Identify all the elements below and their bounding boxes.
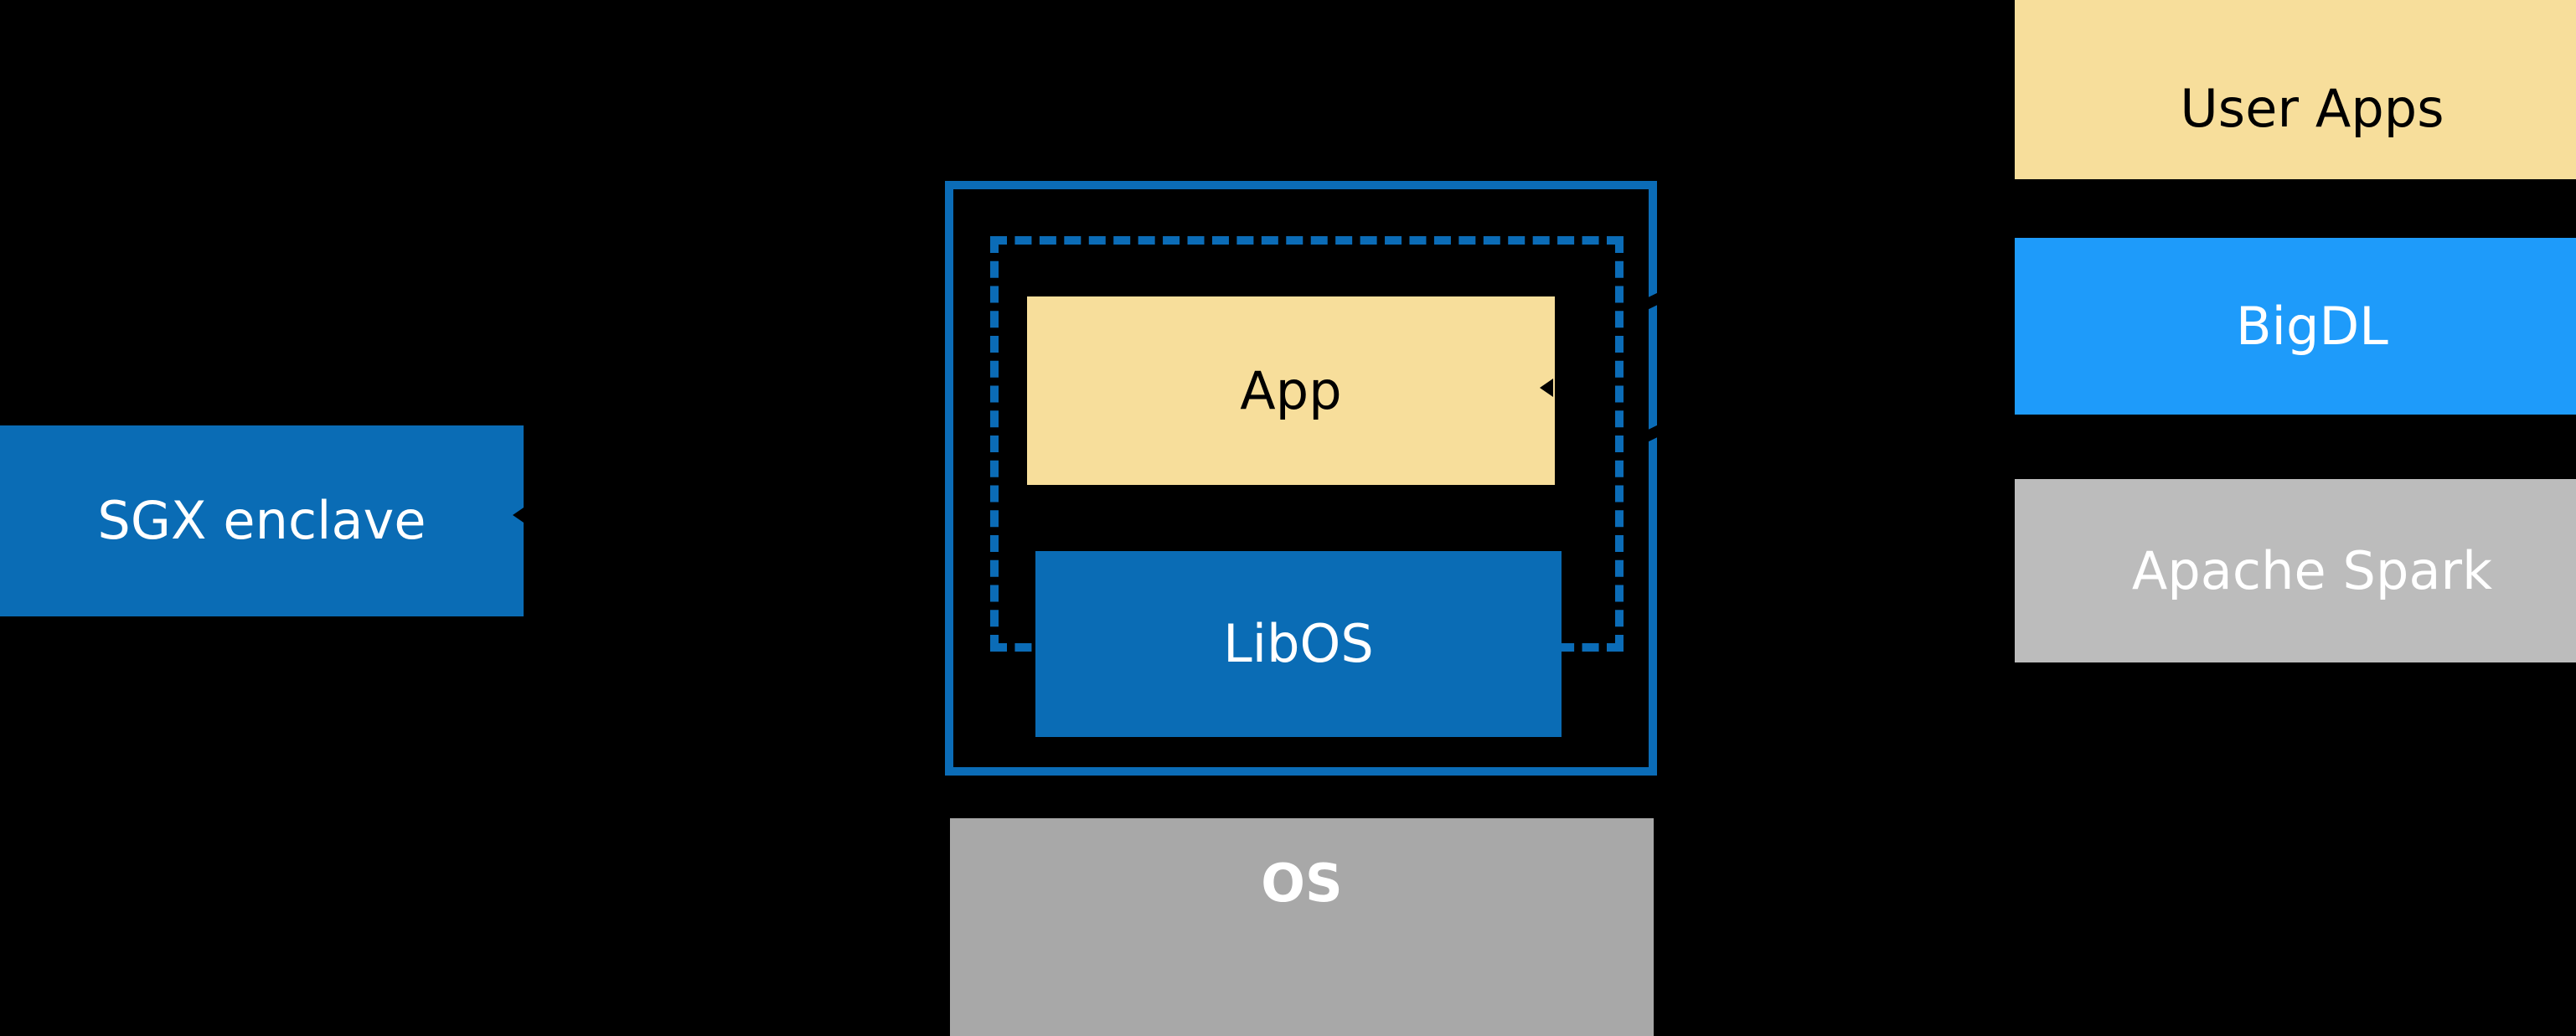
apache-spark-box[interactable]: Apache Spark — [2015, 479, 2576, 662]
user-apps-box[interactable]: User Apps — [2015, 0, 2576, 179]
apache-spark-label: Apache Spark — [2131, 539, 2493, 601]
arrow-sgx-to-enclave-icon — [513, 506, 526, 524]
os-box[interactable]: OS — [950, 818, 1654, 1036]
app-label: App — [1240, 359, 1342, 421]
user-apps-label: User Apps — [2180, 77, 2444, 139]
app-box[interactable]: App — [1027, 296, 1555, 485]
bigdl-box[interactable]: BigDL — [2015, 238, 2576, 415]
libos-label: LibOS — [1223, 613, 1374, 675]
sgx-enclave-box[interactable]: SGX enclave — [0, 425, 524, 616]
arrow-into-app-icon — [1540, 379, 1553, 397]
sgx-enclave-label: SGX enclave — [97, 490, 426, 552]
bigdl-label: BigDL — [2236, 295, 2388, 357]
enclave-solid-boundary — [945, 181, 1657, 776]
os-label: OS — [1261, 853, 1343, 914]
libos-box[interactable]: LibOS — [1035, 551, 1562, 737]
